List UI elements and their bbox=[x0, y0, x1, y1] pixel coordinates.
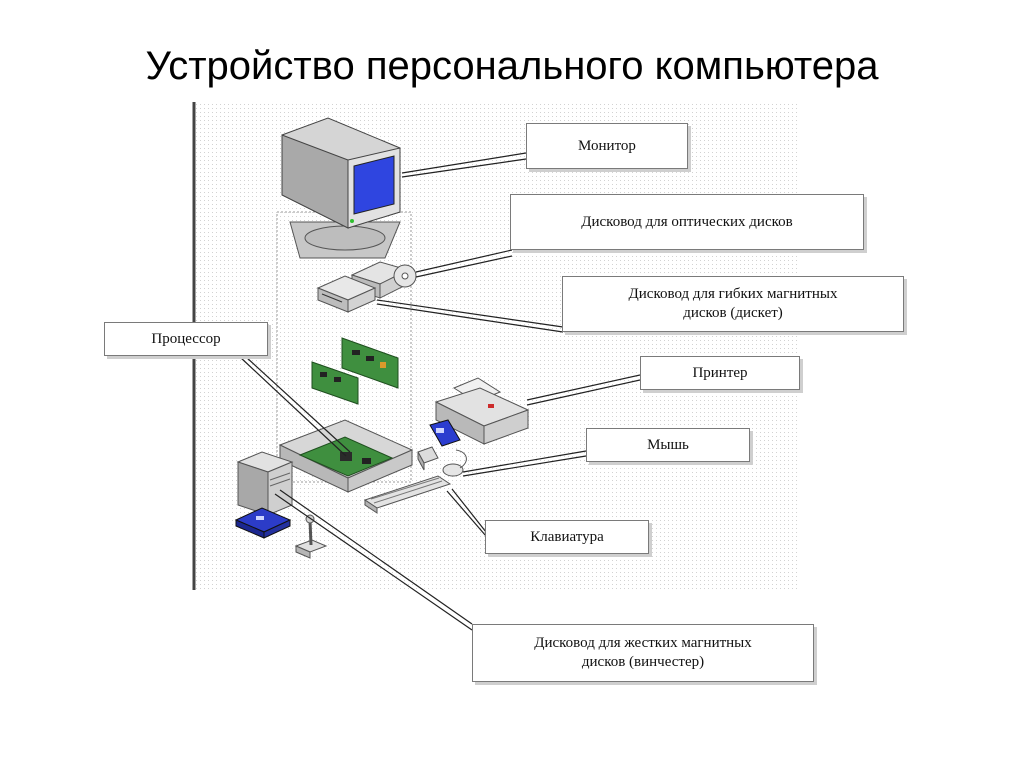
label-optical-drive: Дисковод для оптических дисков bbox=[510, 194, 864, 250]
small-device-icon bbox=[417, 446, 439, 471]
leader-line-monitor bbox=[401, 152, 527, 174]
label-floppy-drive: Дисковод для гибких магнитных дисков (ди… bbox=[562, 276, 904, 332]
monitor-icon bbox=[281, 117, 401, 259]
label-printer: Принтер bbox=[640, 356, 800, 390]
label-hard-drive: Дисковод для жестких магнитных дисков (в… bbox=[472, 624, 814, 682]
keyboard-icon bbox=[363, 475, 452, 514]
joystick-icon bbox=[294, 514, 328, 559]
leader-line-hard-drive bbox=[274, 493, 473, 631]
label-mouse: Мышь bbox=[586, 428, 750, 462]
leader-line-optical bbox=[415, 249, 513, 273]
label-keyboard: Клавиатура bbox=[485, 520, 649, 554]
label-processor: Процессор bbox=[104, 322, 268, 356]
label-monitor: Монитор bbox=[526, 123, 688, 169]
leader-lines bbox=[239, 152, 641, 631]
leader-line-mouse bbox=[462, 450, 587, 473]
mouse-icon bbox=[442, 449, 467, 477]
motherboard-case-icon bbox=[278, 419, 414, 493]
leader-line-floppy bbox=[376, 299, 564, 328]
blue-device-icon bbox=[234, 507, 292, 539]
printer-icon bbox=[434, 377, 530, 445]
leader-line-printer bbox=[526, 374, 641, 401]
monitor-screen bbox=[353, 155, 395, 215]
slide-title: Устройство персонального компьютера bbox=[145, 44, 879, 88]
processor-chip-icon bbox=[340, 452, 352, 461]
expansion-cards-icon bbox=[311, 337, 399, 405]
hard-drive-tower-icon bbox=[236, 451, 294, 516]
floppy-disk-icon bbox=[429, 419, 461, 447]
system-unit-outline bbox=[276, 211, 412, 483]
leader-line-keyboard bbox=[446, 490, 487, 537]
floppy-drive-icon bbox=[316, 275, 377, 313]
leader-line-processor bbox=[239, 356, 347, 457]
